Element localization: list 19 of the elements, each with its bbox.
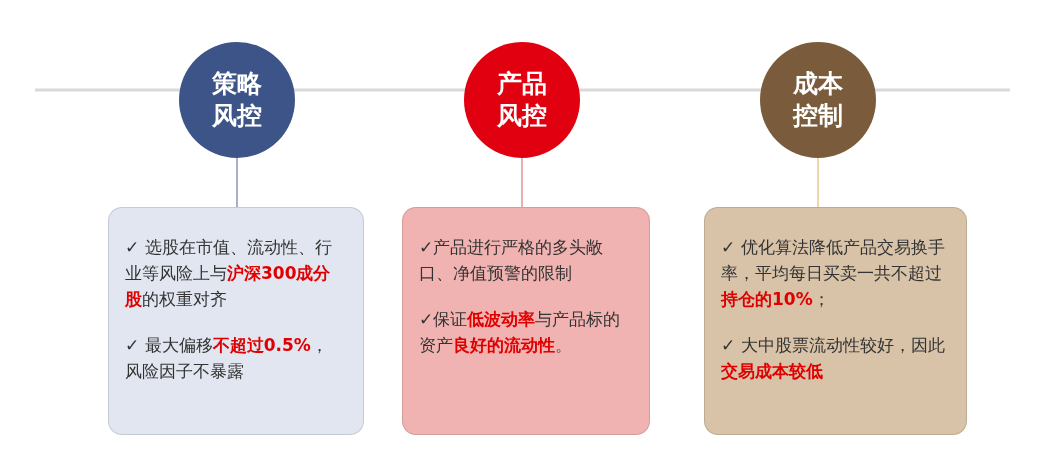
text-card — [704, 207, 967, 435]
bullet-text: ✓保证低波动率与产品标的资产良好的流动性。 — [419, 308, 622, 357]
connector-line — [236, 157, 238, 208]
text-card — [108, 207, 364, 435]
title-text: 产品风控 — [496, 68, 548, 132]
bullet-text: ✓ 优化算法降低产品交易换手率，平均每日买卖一共不超过持仓的10%； — [721, 236, 946, 311]
connector-line — [579, 88, 761, 92]
title-text: 策略风控 — [211, 68, 263, 132]
bullet-text: ✓ 大中股票流动性较好，因此交易成本较低 — [721, 334, 946, 383]
connector-line — [294, 88, 465, 92]
connector-line — [875, 88, 1010, 92]
bullet-text: ✓产品进行严格的多头敞口、净值预警的限制 — [419, 236, 605, 285]
title-text: 成本控制 — [791, 68, 844, 132]
connector-line — [521, 157, 523, 208]
bullet-text: ✓ 最大偏移不超过0.5%，风险因子不暴露 — [125, 334, 329, 383]
bullet-text: ✓ 选股在市值、流动性、行业等风险上与沪深300成分股的权重对齐 — [125, 236, 333, 311]
connector-line — [35, 88, 180, 92]
connector-line — [817, 157, 819, 208]
text-card — [402, 207, 650, 435]
